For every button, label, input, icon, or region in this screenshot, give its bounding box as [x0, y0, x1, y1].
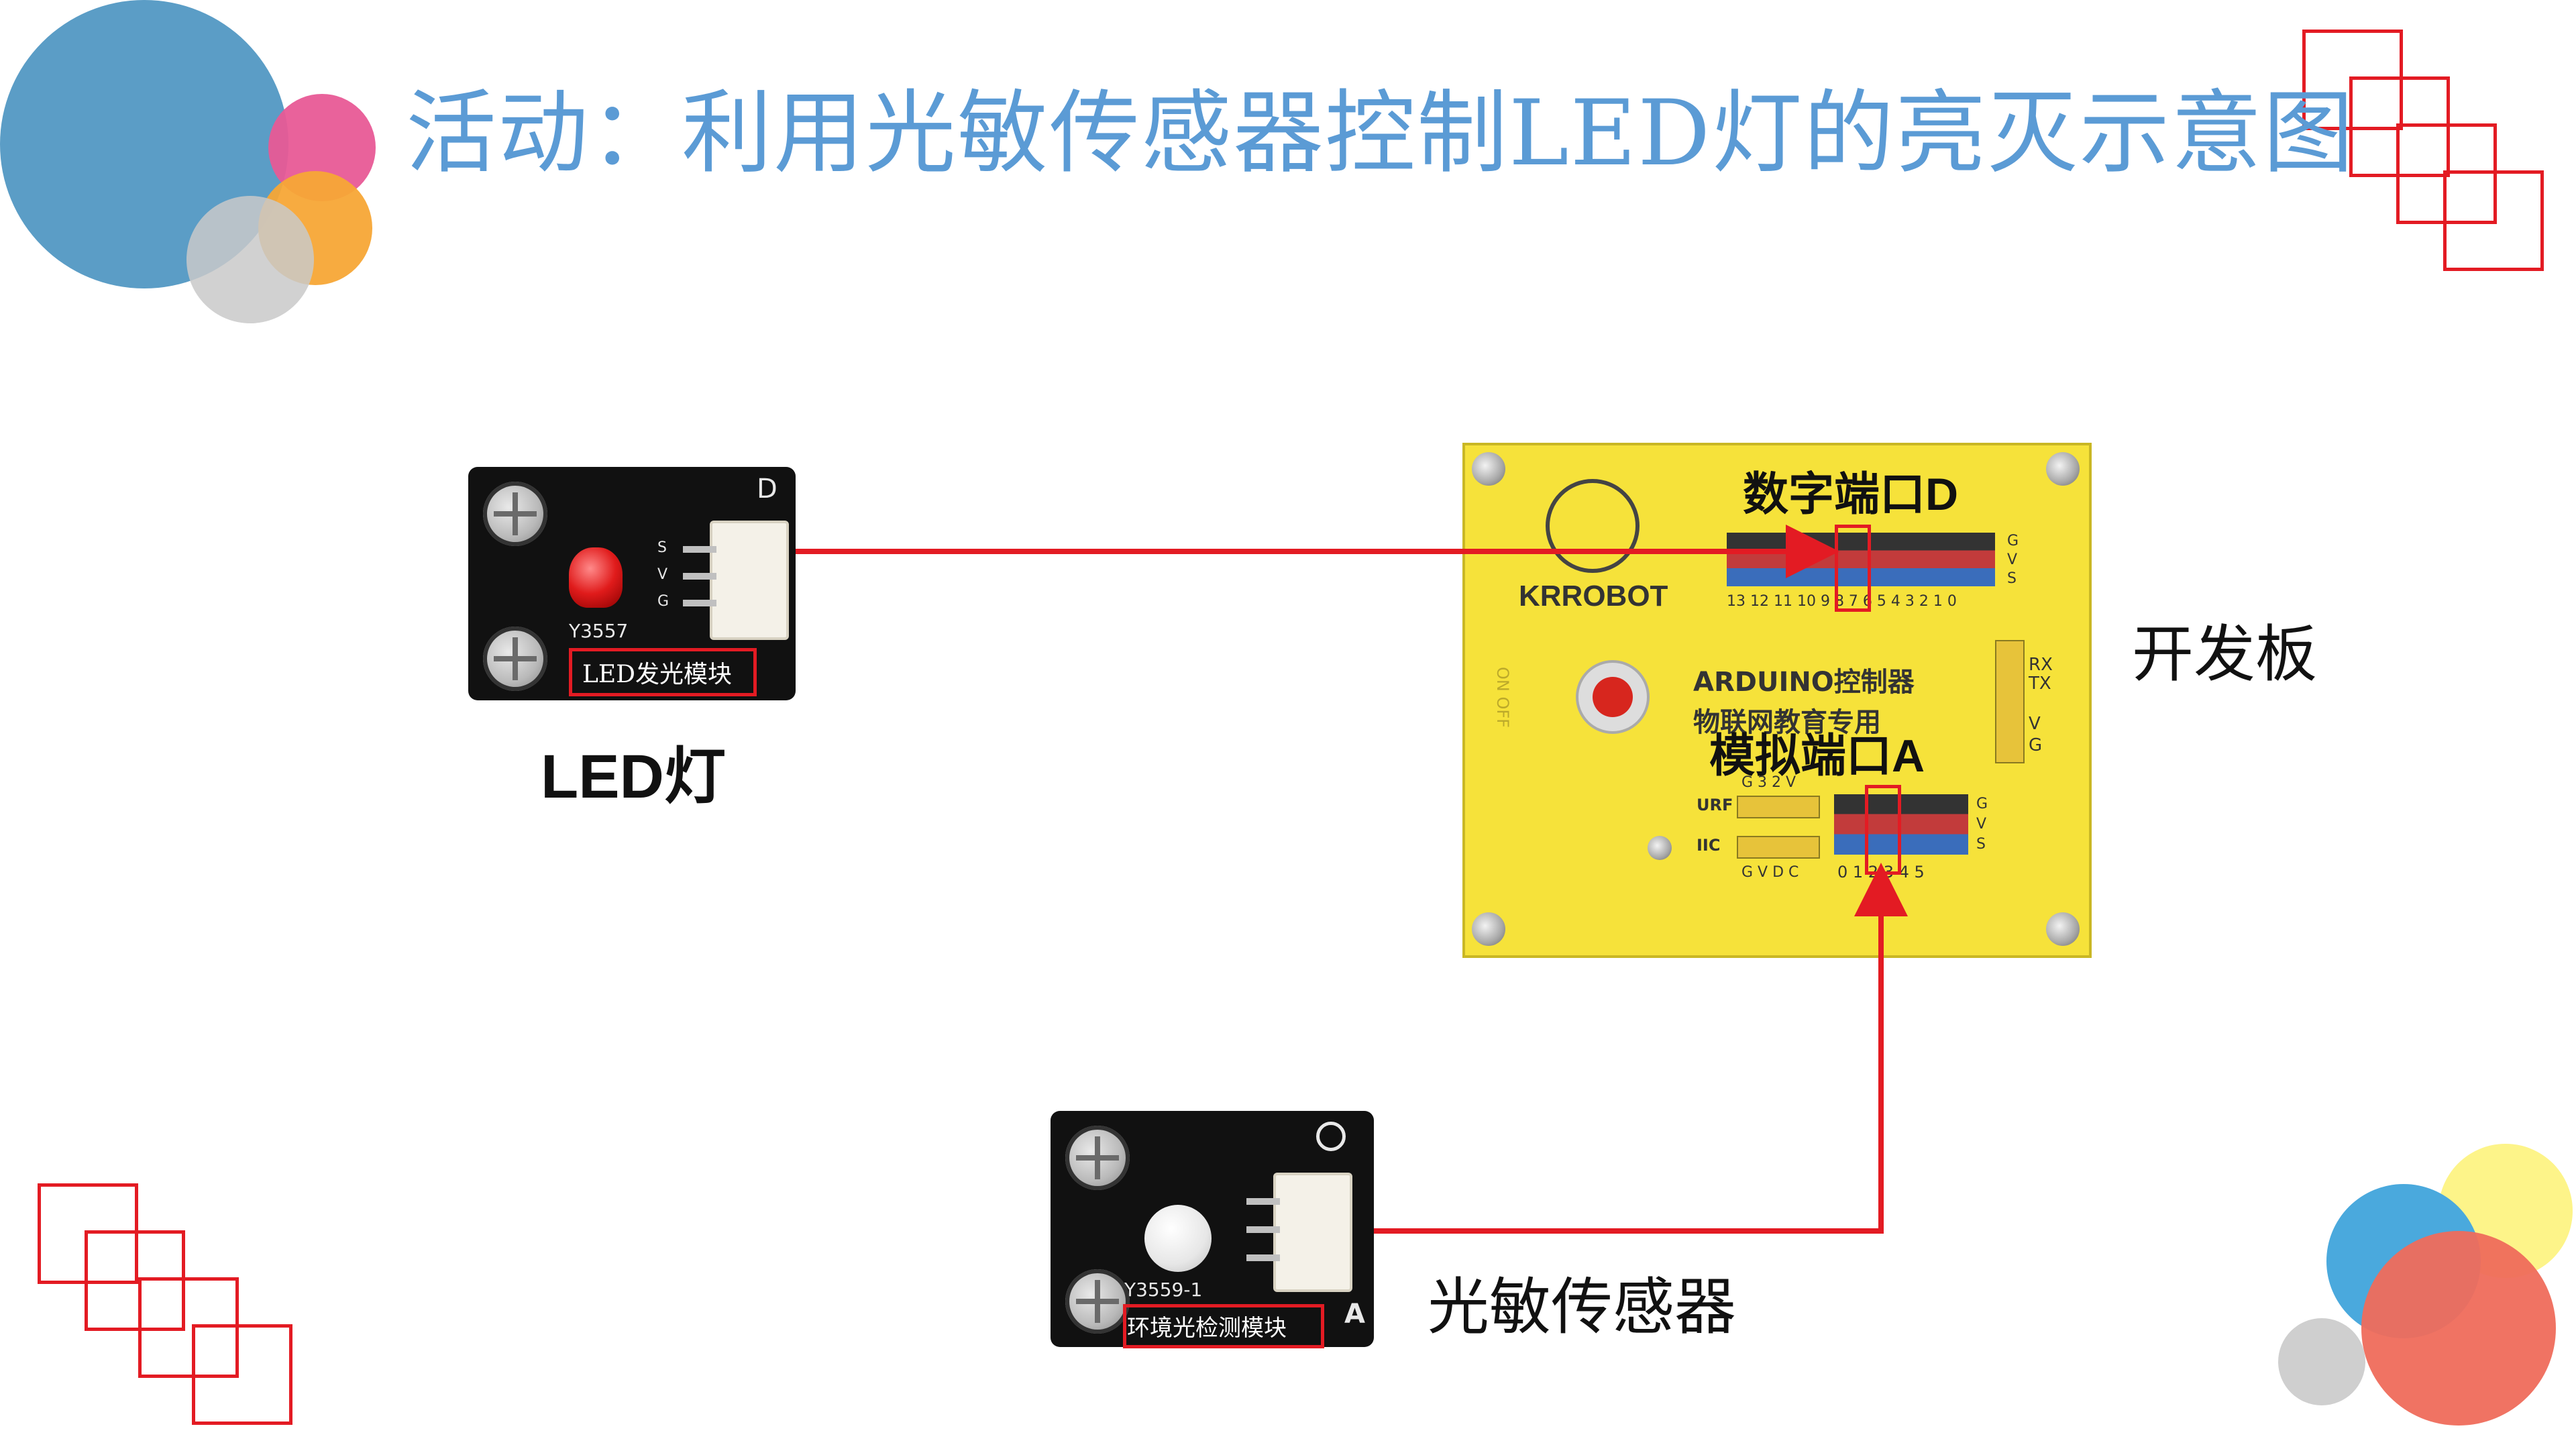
sun-icon — [1316, 1122, 1346, 1151]
robot-logo-icon — [1546, 479, 1640, 573]
serial-header — [1995, 640, 2025, 763]
led-mark-d: D — [757, 474, 777, 504]
led-pin-v: V — [657, 566, 668, 583]
sensor-label: 光敏传感器 — [1428, 1271, 1737, 1343]
serial-tx: TX — [2029, 674, 2051, 694]
page-title: 活动：利用光敏传感器控制LED灯的亮灭示意图 — [406, 80, 2355, 186]
screw-icon — [2046, 452, 2080, 486]
sensor-label-box — [1123, 1304, 1324, 1348]
digital-side-g: G — [2007, 533, 2019, 549]
photo-sensor-icon — [1144, 1205, 1212, 1272]
dev-board: KRROBOT 13 12 11 10 9 8 7 6 5 4 3 2 1 0 … — [1462, 443, 2092, 958]
board-brand: KRROBOT — [1519, 580, 1668, 612]
iic-label: IIC — [1697, 836, 1721, 855]
led-module: Y3557 S V G D LED发光模块 — [468, 467, 796, 700]
analog-port-label: 模拟端口A — [1709, 731, 1925, 782]
board-label: 开发板 — [2132, 619, 2318, 690]
digital-side-s: S — [2007, 570, 2017, 587]
serial-g: G — [2029, 735, 2043, 755]
digital-side-v: V — [2007, 551, 2018, 568]
led-model-text: Y3557 — [569, 620, 629, 642]
analog-side-s: S — [1976, 836, 1986, 853]
sensor-to-analog-arrow — [1374, 863, 1908, 1234]
screw-icon — [1065, 1269, 1130, 1334]
g32v-label: G 3 2 V — [1741, 774, 1796, 791]
digital-port-label: 数字端口D — [1743, 469, 1959, 520]
screw-icon — [1472, 912, 1505, 946]
controller-subtitle: 物联网教育专用 — [1693, 707, 1881, 738]
led-pin-g: G — [657, 593, 669, 610]
urf-label: URF — [1697, 796, 1733, 814]
red-led-icon — [569, 547, 623, 608]
screw-icon — [1065, 1126, 1130, 1190]
serial-v: V — [2029, 714, 2041, 734]
sensor-model-text: Y3559-1 — [1124, 1279, 1203, 1301]
led-module-label: LED发光模块 — [582, 661, 733, 688]
screw-icon — [483, 482, 547, 546]
iic-header — [1737, 836, 1820, 859]
controller-label: ARDUINO控制器 — [1693, 667, 1915, 698]
gvdc-label: G V D C — [1741, 864, 1799, 881]
deco-circle-grey-small — [2278, 1318, 2365, 1405]
serial-rx: RX — [2029, 655, 2053, 675]
reset-button-cap — [1593, 677, 1633, 717]
screw-icon — [2046, 912, 2080, 946]
led-connector — [710, 521, 789, 640]
digital-header — [1727, 533, 1995, 586]
screw-icon — [483, 627, 547, 691]
led-pin-s: S — [657, 539, 667, 556]
screw-icon — [1472, 452, 1505, 486]
led-label-box — [569, 648, 757, 696]
sensor-module-label: 环境光检测模块 — [1127, 1315, 1287, 1342]
led-label: LED灯 — [541, 743, 726, 811]
analog-side-v: V — [1976, 816, 1987, 833]
screw-icon — [1648, 836, 1672, 860]
deco-circle-coral — [2361, 1231, 2556, 1426]
analog-header — [1834, 794, 1968, 855]
sensor-mark-a: A — [1344, 1299, 1365, 1330]
urf-header — [1737, 796, 1820, 818]
digital-numbers: 13 12 11 10 9 8 7 6 5 4 3 2 1 0 — [1727, 593, 1957, 610]
light-sensor-module: Y3559-1 A 环境光检测模块 — [1051, 1111, 1374, 1348]
deco-circle-grey — [186, 196, 314, 323]
analog-side-g: G — [1976, 796, 1988, 812]
